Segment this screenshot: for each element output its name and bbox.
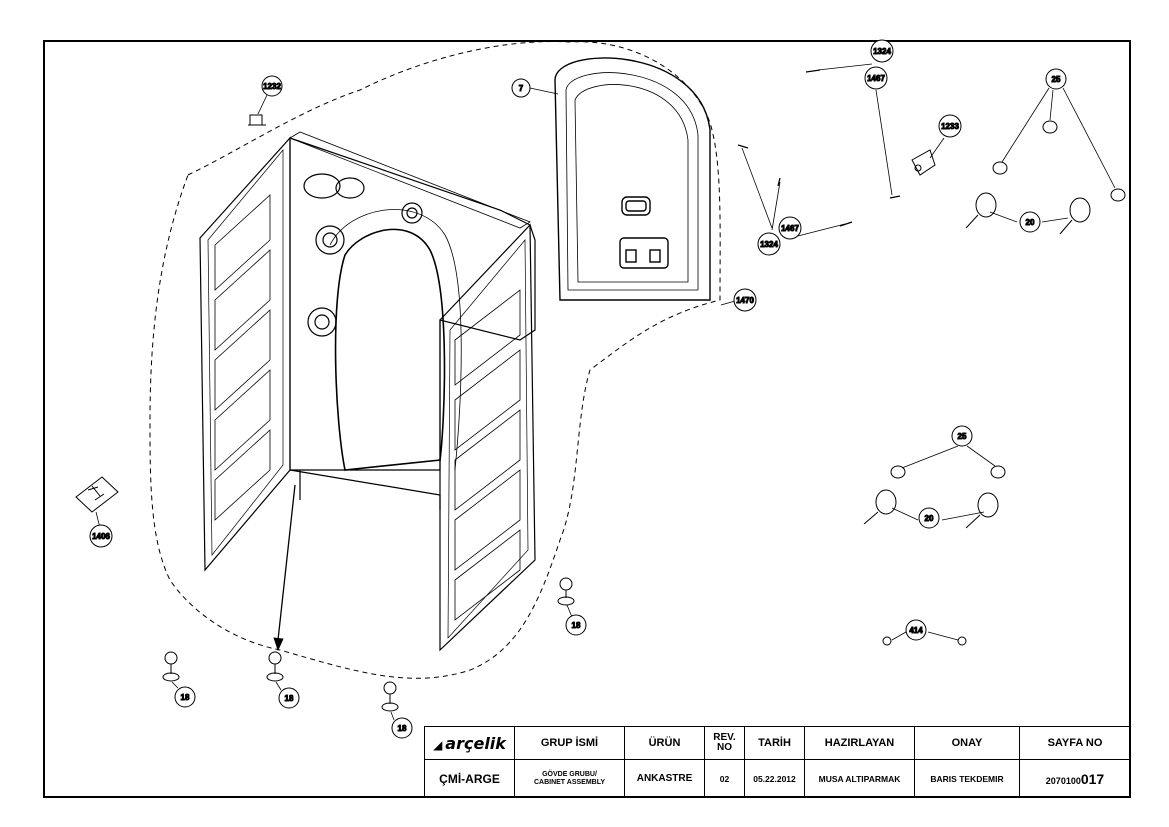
page-no-main: 017 bbox=[1080, 770, 1105, 787]
header-rev-no: REV. NO bbox=[704, 726, 745, 760]
svg-text:1406: 1406 bbox=[92, 532, 110, 541]
hardware-parts bbox=[75, 69, 1126, 712]
callout-25-top: 25 bbox=[1045, 68, 1067, 90]
value-rev-no: 02 bbox=[704, 759, 745, 798]
svg-text:1324: 1324 bbox=[873, 47, 891, 56]
screws bbox=[737, 69, 901, 227]
callout-7: 7 bbox=[511, 78, 531, 98]
svg-text:414: 414 bbox=[909, 626, 923, 635]
svg-text:18: 18 bbox=[285, 694, 294, 703]
leader-lines bbox=[95, 63, 1116, 721]
svg-text:1232: 1232 bbox=[263, 82, 281, 91]
header-date: TARİH bbox=[744, 726, 805, 760]
callout-18-d: 18 bbox=[565, 614, 587, 636]
callout-1467-mid: 1467 bbox=[778, 216, 802, 240]
svg-text:18: 18 bbox=[398, 724, 407, 733]
svg-text:1470: 1470 bbox=[736, 296, 754, 305]
value-product: ANKASTRE bbox=[624, 759, 705, 798]
callout-18-c: 18 bbox=[391, 717, 413, 739]
value-prepared-by: MUSA ALTIPARMAK bbox=[804, 759, 915, 798]
feet bbox=[162, 577, 575, 712]
hinges-mid bbox=[890, 465, 1006, 479]
svg-text:7: 7 bbox=[519, 84, 524, 93]
part-414-clips bbox=[882, 636, 967, 646]
header-group-name: GRUP İSMİ bbox=[514, 726, 625, 760]
callout-20-top: 20 bbox=[1019, 211, 1041, 233]
logo-cell: ◢arçelik bbox=[424, 726, 515, 760]
part-1233-clip bbox=[911, 149, 936, 176]
svg-text:20: 20 bbox=[1026, 218, 1035, 227]
part-1232-clip bbox=[248, 114, 266, 126]
callout-1324-mid: 1324 bbox=[757, 232, 781, 256]
callout-1233: 1233 bbox=[938, 114, 962, 138]
callout-1324-top: 1324 bbox=[870, 39, 894, 63]
callout-bubbles: 1232 7 1324 1467 25 1233 1467 1324 20 14… bbox=[89, 39, 1067, 739]
callout-25-mid: 25 bbox=[951, 425, 973, 447]
callout-18-b: 18 bbox=[278, 687, 300, 709]
title-block: ◢arçelik GRUP İSMİ ÜRÜN REV. NO TARİH HA… bbox=[424, 726, 1131, 798]
header-product: ÜRÜN bbox=[624, 726, 705, 760]
door-frame-panel bbox=[554, 57, 711, 301]
svg-text:20: 20 bbox=[925, 514, 934, 523]
callout-1470: 1470 bbox=[733, 288, 757, 312]
callout-20-mid: 20 bbox=[918, 507, 940, 529]
hinges-top bbox=[992, 120, 1126, 202]
shock-absorbers-mid bbox=[863, 489, 999, 529]
svg-text:1324: 1324 bbox=[760, 240, 778, 249]
value-group-name-en: CABINET ASSEMBLY bbox=[533, 778, 606, 786]
svg-text:25: 25 bbox=[958, 432, 967, 441]
header-approval: ONAY bbox=[914, 726, 1020, 760]
value-group-name: GÖVDE GRUBU/ CABINET ASSEMBLY bbox=[514, 759, 625, 798]
svg-text:18: 18 bbox=[572, 621, 581, 630]
svg-text:18: 18 bbox=[181, 693, 190, 702]
value-group-name-tr: GÖVDE GRUBU/ bbox=[542, 770, 597, 778]
svg-text:1467: 1467 bbox=[781, 224, 799, 233]
value-approval: BARIS TEKDEMIR bbox=[914, 759, 1020, 798]
header-prepared-by: HAZIRLAYAN bbox=[804, 726, 915, 760]
svg-text:25: 25 bbox=[1052, 75, 1061, 84]
header-page-no: SAYFA NO bbox=[1019, 726, 1131, 760]
callout-414: 414 bbox=[905, 619, 927, 641]
svg-text:1467: 1467 bbox=[867, 74, 885, 83]
page-no-prefix: 2070100 bbox=[1045, 775, 1081, 786]
callout-1232: 1232 bbox=[261, 75, 283, 97]
svg-text:1233: 1233 bbox=[941, 122, 959, 131]
value-date: 05.22.2012 bbox=[744, 759, 805, 798]
assembly-boundary-dashed bbox=[149, 41, 721, 679]
cabinet-assembly bbox=[199, 131, 536, 652]
arcelik-logo: ◢arçelik bbox=[433, 734, 506, 753]
value-department: ÇMİ-ARGE bbox=[424, 759, 515, 798]
logo-text: arçelik bbox=[445, 733, 506, 753]
logo-mark-icon: ◢ bbox=[433, 737, 443, 752]
callout-1406: 1406 bbox=[89, 524, 113, 548]
part-1406-label bbox=[75, 476, 119, 513]
callout-1467-top: 1467 bbox=[864, 66, 888, 90]
callout-18-a: 18 bbox=[174, 686, 196, 708]
value-page-no: 2070100017 bbox=[1019, 759, 1131, 798]
shock-absorbers-top bbox=[965, 192, 1091, 235]
